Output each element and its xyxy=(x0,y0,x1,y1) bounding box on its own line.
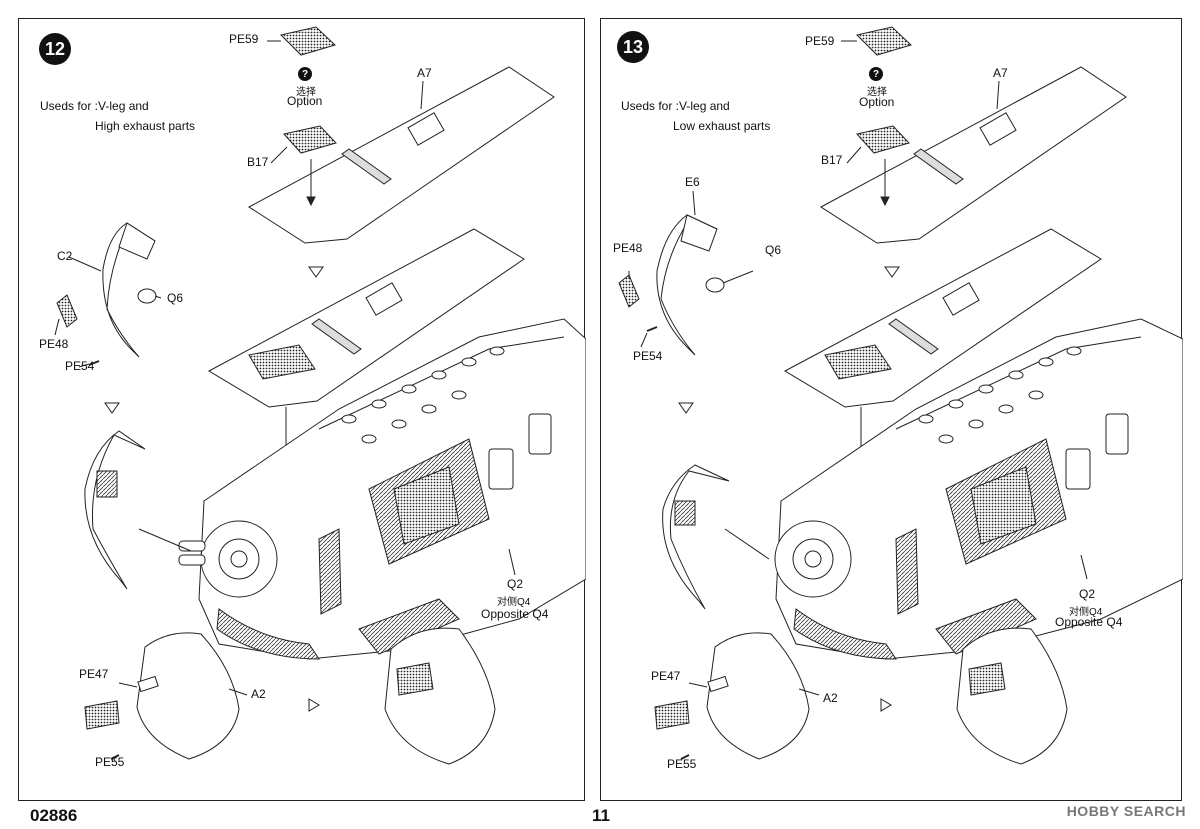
b17-grille-part xyxy=(283,125,337,154)
label-pe47: PE47 xyxy=(79,667,109,681)
label-a7: A7 xyxy=(417,66,432,80)
label-q6: Q6 xyxy=(765,243,782,257)
usage-note-line-1: Useds for :V-leg and xyxy=(40,99,149,113)
label-e6: E6 xyxy=(685,175,700,189)
label-pe59: PE59 xyxy=(229,32,259,46)
label-option-cn: 选择 xyxy=(296,87,316,98)
c2-cover-assembled xyxy=(84,430,146,590)
label-pe54: PE54 xyxy=(65,359,95,373)
label-q2: Q2 xyxy=(507,577,524,591)
label-opposite-q4: Opposite Q4 xyxy=(481,607,549,621)
pe59-mesh-part xyxy=(280,26,336,56)
label-pe48: PE48 xyxy=(613,241,643,255)
label-pe47: PE47 xyxy=(651,669,681,683)
label-a2: A2 xyxy=(823,691,838,705)
e6-cover xyxy=(656,214,718,356)
label-pe55: PE55 xyxy=(95,755,125,769)
usage-note-line-1: Useds for :V-leg and xyxy=(621,99,730,113)
step-12-illustration xyxy=(54,26,586,765)
label-pe55: PE55 xyxy=(667,757,697,771)
pe59-mesh-part xyxy=(856,26,912,56)
usage-note-line-2: High exhaust parts xyxy=(95,119,196,133)
label-a7: A7 xyxy=(993,66,1008,80)
label-q2: Q2 xyxy=(1079,587,1096,601)
label-a2: A2 xyxy=(251,687,266,701)
label-option: Option xyxy=(287,94,323,108)
label-option-cn: 选择 xyxy=(867,87,887,98)
a2-cover xyxy=(136,632,240,760)
a7-panel-top xyxy=(820,66,1127,244)
question-icon: ? xyxy=(298,67,312,81)
a2-cover xyxy=(706,632,810,760)
label-opposite-cn: 对侧Q4 xyxy=(497,597,531,608)
usage-note-line-2: Low exhaust parts xyxy=(673,119,771,133)
label-pe59: PE59 xyxy=(805,34,835,48)
page-number: 11 xyxy=(592,806,610,825)
label-opposite-cn: 对侧Q4 xyxy=(1069,607,1103,618)
label-c2: C2 xyxy=(57,249,73,263)
step-12-panel: 12 Useds for :V-leg and High exhaust par… xyxy=(18,18,586,801)
watermark: HOBBY SEARCH xyxy=(1066,803,1186,819)
step-13-panel: 13 Useds for :V-leg and Low exhaust part… xyxy=(600,18,1183,801)
step-number-badge: 12 xyxy=(39,33,71,65)
label-option: Option xyxy=(859,95,895,109)
label-q6: Q6 xyxy=(167,291,184,305)
label-pe54: PE54 xyxy=(633,349,663,363)
label-b17: B17 xyxy=(821,153,843,167)
c2-cover xyxy=(102,222,156,358)
label-pe48: PE48 xyxy=(39,337,69,351)
label-opposite-q4: Opposite Q4 xyxy=(1055,615,1123,629)
a7-panel-top xyxy=(248,66,555,244)
a2-cover-assembled xyxy=(384,627,496,765)
step-13-illustration xyxy=(618,26,1183,765)
e6-cover-assembled xyxy=(662,464,730,610)
question-icon: ? xyxy=(869,67,883,81)
a2-cover-assembled xyxy=(956,627,1068,765)
label-b17: B17 xyxy=(247,155,269,169)
b17-grille-part xyxy=(856,125,910,154)
kit-code: 02886 xyxy=(30,806,78,825)
step-number-badge: 13 xyxy=(617,31,649,63)
